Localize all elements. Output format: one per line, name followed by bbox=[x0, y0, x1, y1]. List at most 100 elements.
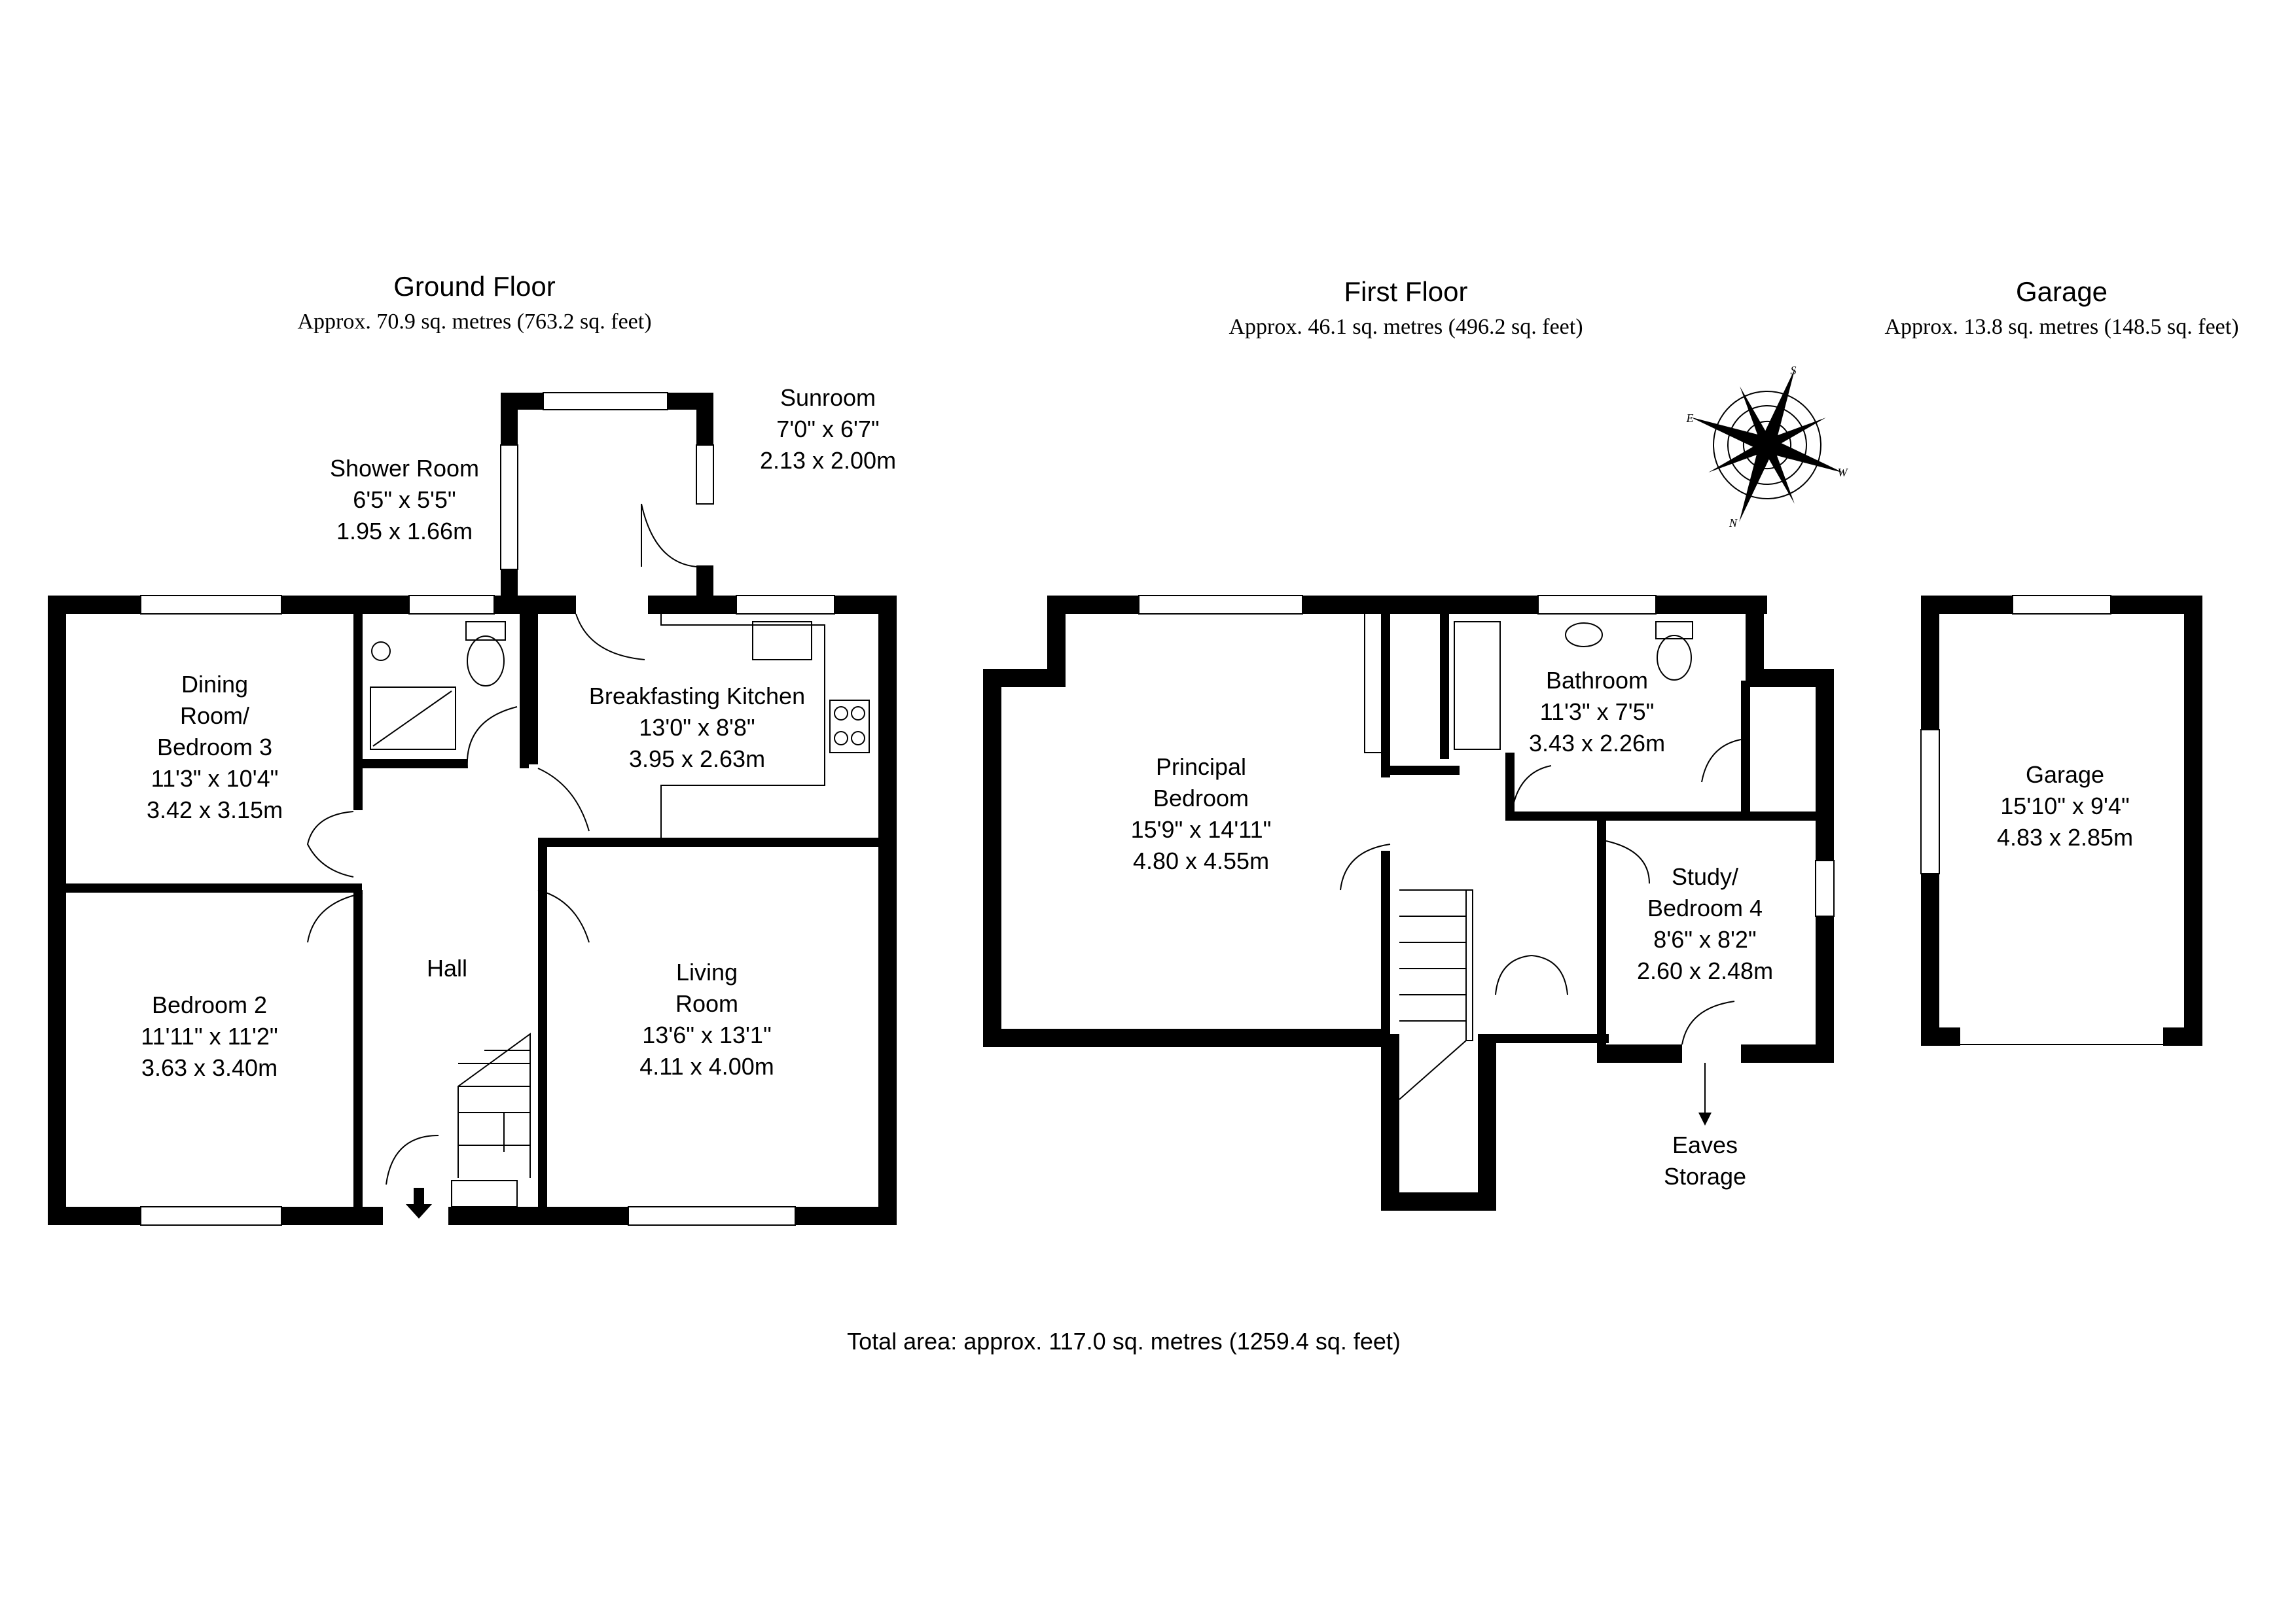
ground-floor-area: Approx. 70.9 sq. metres (763.2 sq. feet) bbox=[297, 310, 651, 334]
wall bbox=[529, 614, 538, 764]
cupboard-doors bbox=[1495, 955, 1568, 995]
toilet-icon bbox=[467, 635, 505, 687]
wall bbox=[353, 614, 363, 810]
room-size-metric: 2.60 x 2.48m bbox=[1637, 957, 1773, 984]
bath-icon bbox=[1454, 621, 1501, 750]
room-size-metric: 4.11 x 4.00m bbox=[639, 1053, 774, 1080]
ground-floor-plan bbox=[48, 392, 897, 1226]
room-name: Bedroom 3 bbox=[157, 734, 272, 760]
hob-ring bbox=[834, 731, 848, 745]
room-study: Study/ Bedroom 4 8'6" x 8'2" 2.60 x 2.48… bbox=[1637, 863, 1773, 984]
opening bbox=[576, 594, 648, 615]
door-swing bbox=[307, 893, 363, 943]
wall bbox=[696, 393, 713, 445]
hob-ring bbox=[851, 731, 865, 745]
room-name: Bathroom bbox=[1546, 667, 1648, 694]
staircase bbox=[457, 1033, 531, 1178]
first-floor-title: First Floor bbox=[1344, 276, 1468, 307]
first-floor-plan bbox=[983, 595, 1835, 1211]
room-size-metric: 1.95 x 1.66m bbox=[336, 518, 473, 544]
room-eaves-storage: Eaves Storage bbox=[1664, 1132, 1746, 1190]
room-size-metric: 4.80 x 4.55m bbox=[1133, 847, 1269, 874]
first-floor-heading: First Floor Approx. 46.1 sq. metres (496… bbox=[1229, 276, 1583, 339]
room-hall: Hall bbox=[427, 955, 467, 982]
toilet-cistern bbox=[1655, 621, 1693, 639]
wall bbox=[520, 614, 529, 768]
first-floor-area: Approx. 46.1 sq. metres (496.2 sq. feet) bbox=[1229, 315, 1583, 339]
window bbox=[1537, 595, 1657, 615]
hob-icon bbox=[829, 700, 870, 753]
room-sunroom: Sunroom 7'0" x 6'7" 2.13 x 2.00m bbox=[760, 384, 896, 474]
compass-s: S bbox=[1791, 364, 1797, 377]
room-principal-bedroom: Principal Bedroom 15'9" x 14'11" 4.80 x … bbox=[1131, 753, 1272, 874]
garage-plan bbox=[1920, 595, 2202, 1046]
room-name: Living bbox=[676, 959, 738, 986]
wall bbox=[1921, 1027, 1960, 1046]
room-bedroom-2: Bedroom 2 11'11" x 11'2" 3.63 x 3.40m bbox=[141, 991, 278, 1081]
wall bbox=[2163, 1027, 2202, 1046]
room-size-imperial: 11'11" x 11'2" bbox=[141, 1023, 278, 1050]
window bbox=[1815, 860, 1835, 917]
wall bbox=[1381, 851, 1390, 1047]
eaves-arrow-icon bbox=[1698, 1113, 1712, 1126]
wall bbox=[1741, 681, 1750, 812]
door-swing bbox=[1340, 844, 1391, 891]
compass-rose bbox=[1690, 368, 1844, 522]
entrance-arrow-icon bbox=[406, 1188, 432, 1219]
wall bbox=[1381, 1034, 1399, 1211]
window bbox=[696, 444, 714, 505]
door-swing bbox=[641, 503, 697, 567]
window bbox=[736, 595, 835, 615]
room-size-imperial: 11'3" x 10'4" bbox=[151, 765, 279, 792]
room-size-imperial: 13'6" x 13'1" bbox=[642, 1022, 771, 1048]
wall bbox=[983, 669, 1001, 1047]
room-size-imperial: 6'5" x 5'5" bbox=[353, 486, 456, 513]
door-swing bbox=[306, 811, 354, 878]
room-name: Bedroom 2 bbox=[152, 991, 267, 1018]
window bbox=[1920, 729, 1940, 874]
compass-needle bbox=[1708, 418, 1826, 473]
wall bbox=[363, 759, 467, 768]
balustrade bbox=[1465, 889, 1473, 1041]
compass-e: E bbox=[1686, 412, 1694, 425]
wall bbox=[48, 596, 66, 1225]
room-living: Living Room 13'6" x 13'1" 4.11 x 4.00m bbox=[639, 959, 774, 1080]
room-name: Room bbox=[675, 990, 738, 1017]
wall bbox=[983, 1029, 1382, 1047]
wall bbox=[1381, 1192, 1496, 1211]
wall bbox=[1478, 1034, 1609, 1043]
door-swing bbox=[386, 1135, 439, 1185]
total-area: Total area: approx. 117.0 sq. metres (12… bbox=[847, 1328, 1401, 1355]
basin-icon bbox=[1565, 622, 1603, 647]
window bbox=[543, 392, 668, 410]
garage-heading: Garage Approx. 13.8 sq. metres (148.5 sq… bbox=[1884, 276, 2238, 339]
ground-floor-heading: Ground Floor Approx. 70.9 sq. metres (76… bbox=[297, 271, 651, 334]
wall bbox=[878, 596, 897, 1225]
room-name: Garage bbox=[2026, 761, 2104, 788]
shower-icon bbox=[372, 690, 452, 747]
wardrobe bbox=[1364, 614, 1381, 753]
window bbox=[1138, 595, 1303, 615]
opening bbox=[1682, 1043, 1741, 1064]
wall bbox=[1381, 766, 1460, 775]
room-name: Room/ bbox=[180, 702, 249, 729]
garage-title: Garage bbox=[2016, 276, 2108, 307]
room-bathroom: Bathroom 11'3" x 7'5" 3.43 x 2.26m bbox=[1529, 667, 1665, 757]
room-name: Breakfasting Kitchen bbox=[589, 683, 805, 709]
wall bbox=[353, 890, 363, 1207]
room-name: Principal bbox=[1156, 753, 1246, 780]
compass-w: W bbox=[1838, 466, 1849, 479]
room-size-metric: 2.13 x 2.00m bbox=[760, 447, 896, 474]
room-size-imperial: 15'9" x 14'11" bbox=[1131, 816, 1272, 843]
wall bbox=[1440, 596, 1449, 759]
room-kitchen: Breakfasting Kitchen 13'0" x 8'8" 3.95 x… bbox=[589, 683, 805, 772]
sink-icon bbox=[752, 621, 812, 660]
window bbox=[140, 595, 282, 615]
wall bbox=[538, 838, 878, 847]
hob-ring bbox=[834, 706, 848, 721]
door-swing bbox=[1681, 1001, 1735, 1045]
room-size-metric: 3.63 x 3.40m bbox=[141, 1054, 278, 1081]
stair-treads bbox=[458, 1050, 530, 1146]
room-name: Hall bbox=[427, 955, 467, 982]
